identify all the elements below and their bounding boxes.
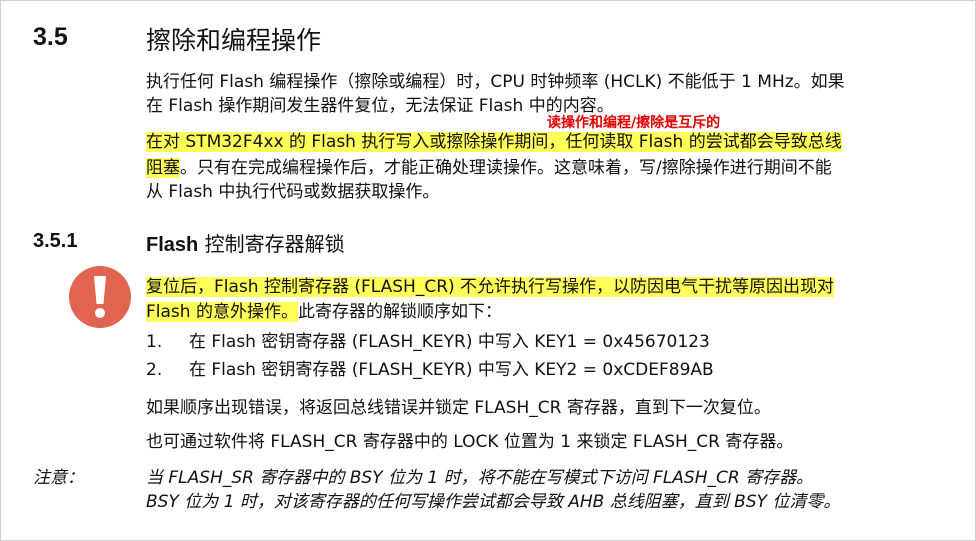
step-2-text: 在 Flash 密钥寄存器 (FLASH_KEYR) 中写入 KEY2 = 0x… — [189, 360, 714, 380]
subsection-title-rest: 控制寄存器解锁 — [198, 232, 345, 256]
exclamation-icon — [94, 276, 106, 318]
subsection-para2: 如果顺序出现错误，将返回总线错误并锁定 FLASH_CR 寄存器，直到下一次复位… — [146, 398, 771, 418]
section-title: 擦除和编程操作 — [146, 26, 322, 55]
highlighted-text: 复位后，Flash 控制寄存器 (FLASH_CR) 不允许执行写操作，以防因电… — [146, 277, 835, 297]
section-para2-line3: 从 Flash 中执行代码或数据获取操作。 — [146, 182, 440, 202]
step-1-number: 1. — [146, 332, 163, 352]
subsection-para1-line2: Flash 的意外操作。此寄存器的解锁顺序如下： — [146, 298, 502, 326]
note-line2: BSY 位为 1 时，对该寄存器的任何写操作尝试都会导致 AHB 总线阻塞，直到… — [146, 492, 841, 512]
section-para2-line2: 阻塞。只有在完成编程操作后，才能正确处理读操作。这意味着，写/擦除操作进行期间不… — [146, 154, 832, 182]
highlighted-text: 在对 STM32F4xx 的 Flash 执行写入或擦除操作期间，任何读取 Fl… — [146, 132, 842, 152]
section-para2-line1: 在对 STM32F4xx 的 Flash 执行写入或擦除操作期间，任何读取 Fl… — [146, 128, 842, 156]
highlighted-text: Flash 的意外操作。 — [146, 302, 298, 322]
handwritten-annotation: 读操作和编程/擦除是互斥的 — [547, 115, 721, 131]
subsection-title-bold: Flash — [146, 234, 199, 256]
subsection-number: 3.5.1 — [33, 230, 78, 252]
warning-icon — [69, 266, 131, 328]
step-2-number: 2. — [146, 360, 163, 380]
note-label: 注意： — [33, 468, 84, 488]
subsection-para1-line1: 复位后，Flash 控制寄存器 (FLASH_CR) 不允许执行写操作，以防因电… — [146, 273, 835, 301]
section-para1-line1: 执行任何 Flash 编程操作（擦除或编程）时，CPU 时钟频率 (HCLK) … — [146, 72, 845, 92]
section-para1-line2: 在 Flash 操作期间发生器件复位，无法保证 Flash 中的内容。 — [146, 96, 614, 116]
highlighted-text: 阻塞 — [146, 158, 180, 178]
section-number: 3.5 — [33, 23, 68, 51]
para-text: 。只有在完成编程操作后，才能正确处理读操作。这意味着，写/擦除操作进行期间不能 — [180, 158, 832, 178]
para-text: 此寄存器的解锁顺序如下： — [297, 302, 502, 322]
step-1-text: 在 Flash 密钥寄存器 (FLASH_KEYR) 中写入 KEY1 = 0x… — [189, 332, 710, 352]
note-line1: 当 FLASH_SR 寄存器中的 BSY 位为 1 时，将不能在写模式下访问 F… — [146, 468, 814, 488]
subsection-title: Flash 控制寄存器解锁 — [146, 228, 345, 257]
subsection-para3: 也可通过软件将 FLASH_CR 寄存器中的 LOCK 位置为 1 来锁定 FL… — [146, 432, 794, 452]
